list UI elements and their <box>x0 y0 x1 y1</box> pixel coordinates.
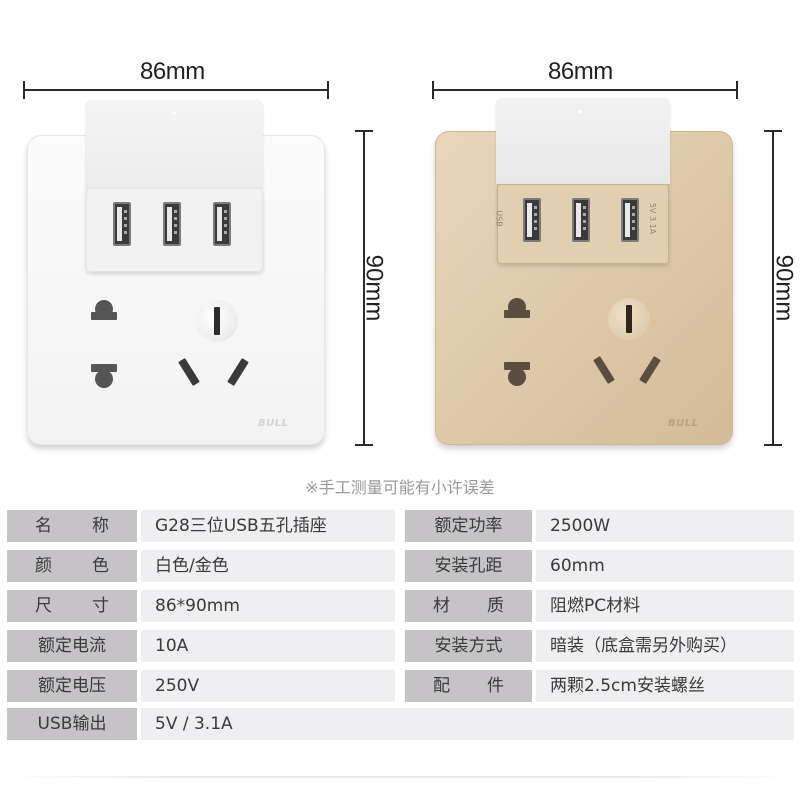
usb-port-2 <box>572 198 590 242</box>
spec-value: 250V <box>141 670 395 702</box>
spec-value: 白色/金色 <box>141 550 395 582</box>
usb-port-1 <box>523 198 541 242</box>
two-pin-hole-top <box>504 298 530 322</box>
width-dimension-line <box>23 81 329 99</box>
spec-value: 两颗2.5cm安装螺丝 <box>536 670 794 702</box>
divider <box>14 776 786 778</box>
usb-port-3 <box>213 202 231 246</box>
spec-value: 10A <box>141 630 395 662</box>
usb-module: USB 5V 3.1A <box>494 184 669 264</box>
spec-label: 安装孔距 <box>405 550 532 582</box>
width-dimension-line <box>432 81 738 99</box>
two-pin-hole-bottom <box>91 364 117 388</box>
spec-label: 配件 <box>405 670 532 702</box>
two-pin-hole-top <box>91 300 117 324</box>
spec-label: 颜色 <box>7 550 137 582</box>
spec-value: 86*90mm <box>141 590 395 622</box>
indicator-led <box>172 112 176 115</box>
spec-label: 尺寸 <box>7 590 137 622</box>
spec-row-name: 名称 G28三位USB五孔插座 <box>7 510 395 542</box>
width-label: 86mm <box>548 58 613 85</box>
spec-label: 材质 <box>405 590 532 622</box>
measurement-note: ※手工测量可能有小许误差 <box>305 478 495 497</box>
usb-port-1 <box>113 202 131 246</box>
usb-symbol-label: USB <box>494 210 504 227</box>
earth-pin-recess <box>196 300 238 342</box>
usb-port-3 <box>621 198 639 242</box>
spec-value: 60mm <box>536 550 794 582</box>
usb-module <box>86 188 263 272</box>
two-pin-hole-bottom <box>504 362 530 386</box>
usb-port-2 <box>163 202 181 246</box>
indicator-led <box>578 110 582 113</box>
spec-label: USB输出 <box>7 708 137 740</box>
spec-label: 额定功率 <box>405 510 532 542</box>
spec-value: 5V / 3.1A <box>141 708 794 740</box>
usb-dust-cover <box>496 98 670 184</box>
width-label: 86mm <box>140 58 205 85</box>
spec-label: 名称 <box>7 510 137 542</box>
earth-slot <box>626 305 632 333</box>
usb-dust-cover <box>86 100 263 188</box>
height-label: 90mm <box>360 254 388 322</box>
height-dimension-line <box>355 130 373 446</box>
earth-pin-recess <box>608 298 650 340</box>
brand-logo: BULL <box>258 418 289 429</box>
earth-slot <box>214 307 220 335</box>
brand-logo: BULL <box>668 418 699 429</box>
spec-value: 暗装（底盒需另外购买） <box>536 630 794 662</box>
spec-value: 阻燃PC材料 <box>536 590 794 622</box>
height-label: 90mm <box>770 254 798 322</box>
height-dimension-line <box>764 130 782 446</box>
spec-label: 额定电流 <box>7 630 137 662</box>
spec-label: 额定电压 <box>7 670 137 702</box>
spec-value: G28三位USB五孔插座 <box>141 510 395 542</box>
usb-rating-label: 5V 3.1A <box>648 202 658 235</box>
spec-value: 2500W <box>536 510 794 542</box>
spec-label: 安装方式 <box>405 630 532 662</box>
